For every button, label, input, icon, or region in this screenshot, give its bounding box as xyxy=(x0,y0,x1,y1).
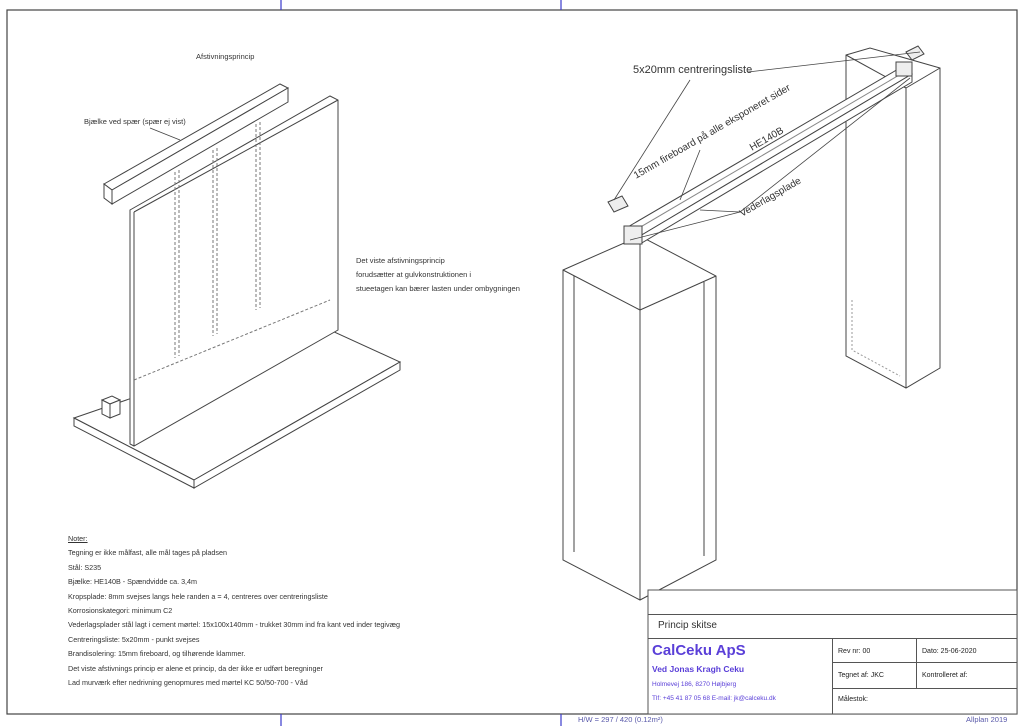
tb-divider xyxy=(832,662,1017,663)
note-line: Brandisolering: 15mm fireboard, og tilhø… xyxy=(68,649,246,659)
beam-label: Bjælke ved spær (spær ej vist) xyxy=(84,117,186,126)
note-line: Stål: S235 xyxy=(68,562,102,572)
left-props xyxy=(133,122,331,381)
tb-divider xyxy=(648,614,1017,615)
company-address: Holmevej 186, 8270 Højbjerg xyxy=(652,681,737,688)
company-phone-email: Tlf: +45 41 87 05 68 E-mail: jk@calceku.… xyxy=(652,695,776,702)
principle-line-2: forudsætter at gulvkonstruktionen i xyxy=(356,270,472,279)
sheet-frame xyxy=(6,9,1018,715)
checked-by: Kontrolleret af: xyxy=(922,672,968,679)
note-line: Vederlagsplader stål lagt i cement mørte… xyxy=(68,620,400,630)
notes-block: Noter: Tegning er ikke målfast, alle mål… xyxy=(68,532,400,690)
principle-line-1: Det viste afstivningsprincip xyxy=(356,256,445,265)
notes-title: Noter: xyxy=(68,534,88,543)
beam-leader xyxy=(149,127,181,141)
date: Dato: 25-06-2020 xyxy=(922,648,977,655)
principle-line-3: stueetagen kan bærer lasten under ombygn… xyxy=(356,284,520,293)
tb-divider xyxy=(832,688,1017,689)
left-drawing-title: Afstivningsprincip xyxy=(196,52,255,61)
left-bottom-block xyxy=(100,395,122,419)
note-line: Det viste afstivnings princip er alene e… xyxy=(68,663,323,673)
label-centering-strip: 5x20mm centreringsliste xyxy=(633,64,753,76)
right-front-wall xyxy=(562,235,717,601)
software-label: Allplan 2019 xyxy=(966,715,1008,724)
tb-divider xyxy=(916,638,917,688)
left-floor-slab xyxy=(72,329,402,489)
drawing-title: Princip skitse xyxy=(658,620,717,631)
sheet-size: H/W = 297 / 420 (0.12m²) xyxy=(578,715,663,724)
note-line: Centreringsliste: 5x20mm - punkt svejses xyxy=(68,634,200,644)
note-line: Lad murværk efter nedrivning genopmures … xyxy=(68,678,308,688)
left-wall-panel xyxy=(129,95,339,447)
left-top-beam xyxy=(103,83,290,205)
note-line: Kropsplade: 8mm svejses langs hele rande… xyxy=(68,591,328,601)
right-leaders xyxy=(613,51,921,241)
company-name: CalCeku ApS xyxy=(652,642,746,659)
note-line: Korrosionskategori: minimum C2 xyxy=(68,606,173,616)
tb-divider xyxy=(832,638,833,714)
scale: Målestok: xyxy=(838,696,868,703)
company-contact: Ved Jonas Kragh Ceku xyxy=(652,664,745,674)
principle-text: Det viste afstivningsprincip forudsætter… xyxy=(356,254,520,296)
drawn-by: Tegnet af: JKC xyxy=(838,672,884,679)
right-back-pillar xyxy=(845,47,941,389)
rev-number: Rev nr: 00 xyxy=(838,648,871,655)
title-block: Princip skitse CalCeku ApS Ved Jonas Kra… xyxy=(648,590,1017,714)
note-line: Tegning er ikke målfast, alle mål tages … xyxy=(68,548,228,558)
right-bearing-plates xyxy=(607,45,925,245)
note-line: Bjælke: HE140B - Spændvidde ca. 3,4m xyxy=(68,577,198,587)
